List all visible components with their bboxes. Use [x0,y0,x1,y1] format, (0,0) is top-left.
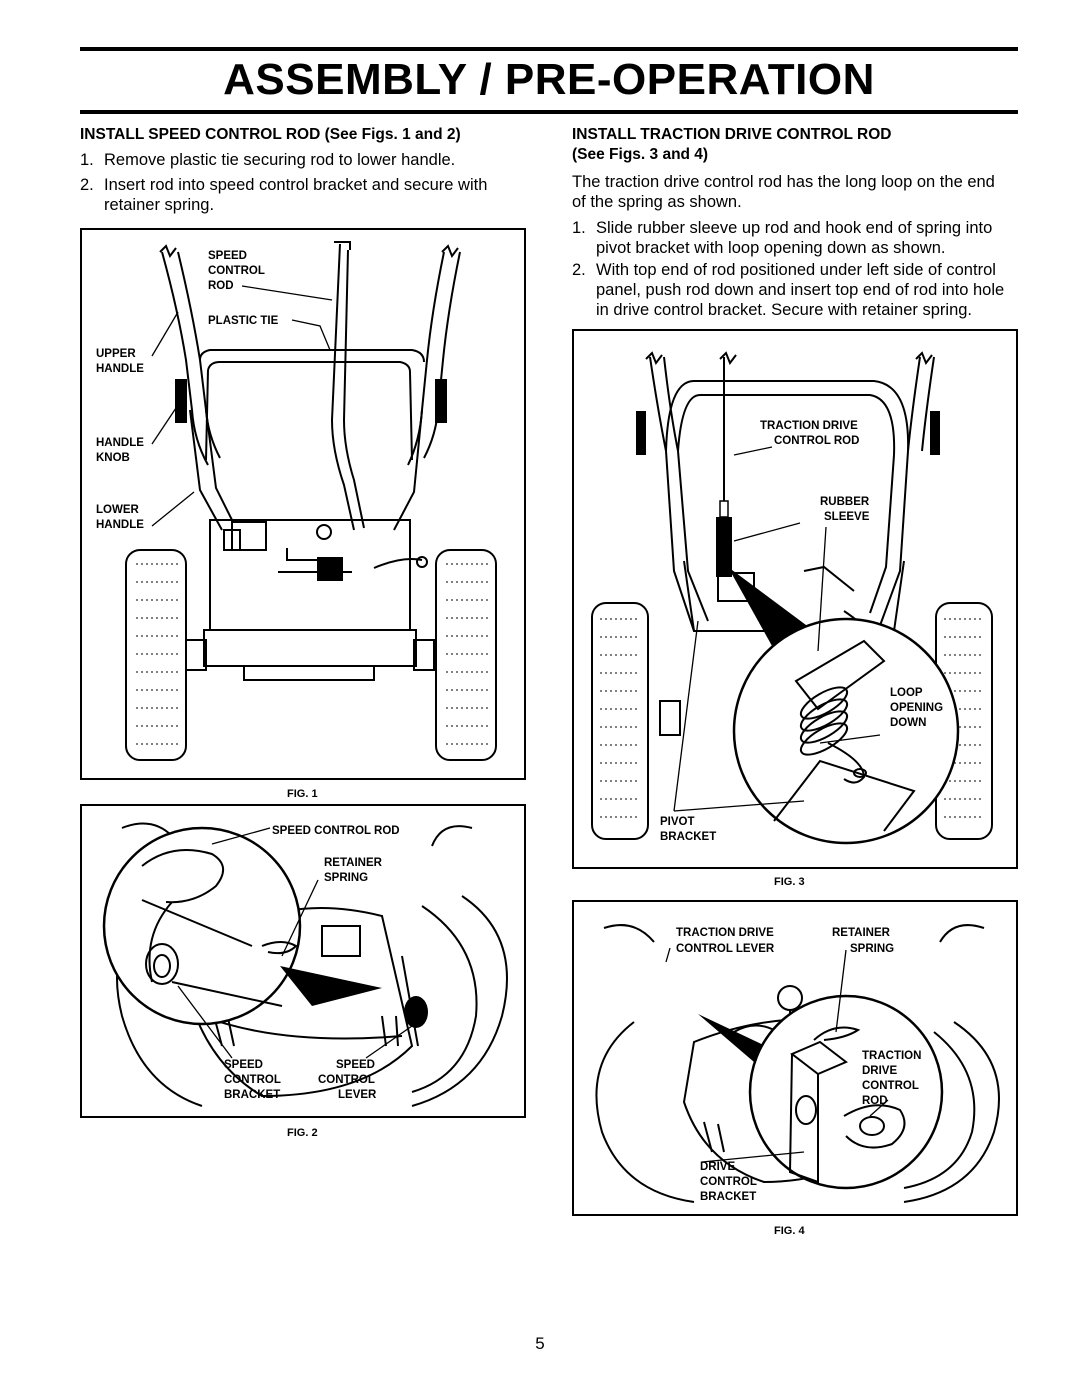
page-title: ASSEMBLY / PRE-OPERATION [223,55,875,104]
label-sleeve: SLEEVE [824,511,870,523]
figure-3-caption: FIG. 3 [774,876,805,888]
label-speed-1: SPEED [224,1059,263,1071]
label-upper-handle: HANDLE [96,363,144,375]
label-control-lever: CONTROL LEVER [676,943,775,955]
label-speed: SPEED [208,250,247,262]
step-text-line: retainer spring. [104,196,215,214]
label-traction-drive: TRACTION DRIVE [676,927,774,939]
figure-4-caption: FIG. 4 [774,1225,805,1237]
figure-4-drawing: TRACTION DRIVE CONTROL LEVER RETAINER SP… [595,924,1000,1203]
label-control-2: CONTROL [318,1074,375,1086]
step-text: Slide rubber sleeve up rod and hook end … [596,218,992,258]
figure-3-drawing: TRACTION DRIVE CONTROL ROD RUBBER SLEEVE… [591,351,993,845]
top-rule [80,47,1018,51]
label-retainer: RETAINER [832,927,891,939]
label-control-2: CONTROL [700,1176,757,1188]
step-number: 2. [572,261,586,279]
label-speed-control-rod: SPEED CONTROL ROD [272,825,400,837]
step-text-line: Slide rubber sleeve up rod and hook end … [596,219,993,237]
label-drive: DRIVE [862,1065,897,1077]
figure-1: SPEED CONTROL ROD PLASTIC TIE UPPER HAND… [80,228,526,780]
label-spring: SPRING [850,943,894,955]
label-drive-2: DRIVE [700,1161,735,1173]
step-text: With top end of rod positioned under lef… [596,260,1004,320]
step-text-line: in drive control bracket. Secure with re… [596,301,973,319]
figure-4: TRACTION DRIVE CONTROL LEVER RETAINER SP… [572,900,1018,1216]
figure-2-caption: FIG. 2 [287,1127,318,1139]
figure-2-drawing: SPEED CONTROL ROD RETAINER SPRING SPEED … [102,822,508,1107]
label-upper: UPPER [96,348,136,360]
label-rod: ROD [208,280,234,292]
step-text: Insert rod into speed control bracket an… [104,175,487,215]
label-down: DOWN [890,717,926,729]
figure-1-drawing: SPEED CONTROL ROD PLASTIC TIE UPPER HAND… [96,241,497,761]
label-control-1: CONTROL [224,1074,281,1086]
traction-rod-intro: The traction drive control rod has the l… [572,172,995,212]
label-lower: LOWER [96,504,139,516]
label-spring: SPRING [324,872,368,884]
label-traction-drive: TRACTION DRIVE [760,420,858,432]
label-bracket: BRACKET [700,1191,756,1203]
step-number: 1. [572,219,586,237]
label-pivot-bracket: BRACKET [660,831,716,843]
step-text: Remove plastic tie securing rod to lower… [104,151,456,169]
label-speed-2: SPEED [336,1059,375,1071]
heading-line: (See Figs. 3 and 4) [572,146,709,163]
label-lever: LEVER [338,1089,377,1101]
figure-3: TRACTION DRIVE CONTROL ROD RUBBER SLEEVE… [572,329,1018,869]
label-rubber: RUBBER [820,496,870,508]
label-handle: HANDLE [96,437,144,449]
heading-line: INSTALL TRACTION DRIVE CONTROL ROD [572,126,892,143]
label-bracket: BRACKET [224,1089,280,1101]
speed-rod-heading: INSTALL SPEED CONTROL ROD (See Figs. 1 a… [80,126,461,143]
label-plastic-tie: PLASTIC TIE [208,315,279,327]
step-text-line: panel, push rod down and insert top end … [596,281,1005,299]
label-retainer: RETAINER [324,857,383,869]
traction-rod-step-1: 1. Slide rubber sleeve up rod and hook e… [572,218,992,258]
label-knob: KNOB [96,452,130,464]
label-control: CONTROL [208,265,265,277]
step-text-line: Insert rod into speed control bracket an… [104,176,488,194]
speed-rod-step-2: 2. Insert rod into speed control bracket… [80,175,487,215]
step-text-line: pivot bracket with loop opening down as … [596,239,946,257]
page-number: 5 [535,1334,545,1353]
label-lower-handle: HANDLE [96,519,144,531]
title-underline [80,110,1018,114]
step-number: 2. [80,176,94,194]
label-control: CONTROL [862,1080,919,1092]
label-rod: ROD [862,1095,888,1107]
intro-line: The traction drive control rod has the l… [572,173,995,191]
label-traction: TRACTION [862,1050,921,1062]
label-pivot: PIVOT [660,816,695,828]
intro-line: of the spring as shown. [572,193,742,211]
figure-1-caption: FIG. 1 [287,788,318,800]
step-number: 1. [80,151,94,169]
traction-rod-heading: INSTALL TRACTION DRIVE CONTROL ROD (See … [572,125,891,165]
label-loop: LOOP [890,687,923,699]
label-opening: OPENING [890,702,943,714]
traction-rod-step-2: 2. With top end of rod positioned under … [572,260,1004,320]
label-control-rod: CONTROL ROD [774,435,859,447]
step-text-line: With top end of rod positioned under lef… [596,261,996,279]
speed-rod-step-1: 1. Remove plastic tie securing rod to lo… [80,150,455,170]
figure-2: SPEED CONTROL ROD RETAINER SPRING SPEED … [80,804,526,1118]
